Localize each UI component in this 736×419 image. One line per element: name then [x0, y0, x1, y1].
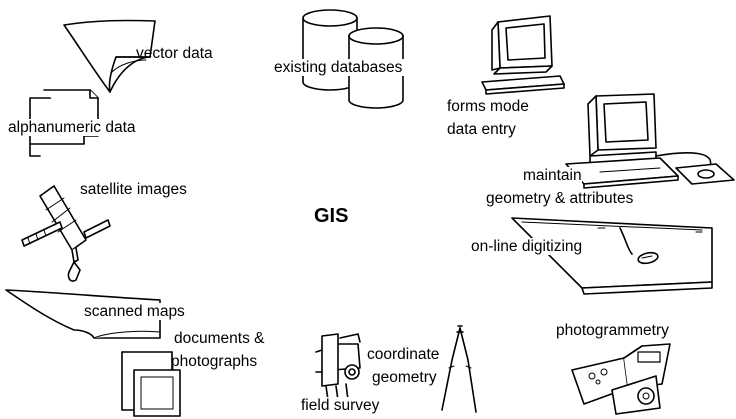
label-coordinate: coordinate: [367, 346, 440, 363]
label-online-digitizing: on-line digitizing: [471, 238, 583, 255]
label-geometry: geometry: [372, 369, 437, 386]
label-alphanumeric-data: alphanumeric data: [8, 119, 136, 136]
survey-instrument-icon: [315, 333, 361, 401]
map-sheet-icon: [5, 289, 161, 339]
computer-terminal-icon: [481, 15, 565, 95]
center-gis-label: GIS: [314, 205, 349, 227]
vector-sheet-icon: [63, 19, 156, 93]
label-satellite-images: satellite images: [80, 181, 187, 198]
label-maintain: maintain: [523, 167, 582, 184]
label-documents: documents &: [174, 330, 265, 347]
digitizer-tablet-icon: [511, 217, 713, 295]
label-geometry-attributes: geometry & attributes: [486, 190, 634, 207]
label-field-survey: field survey: [301, 397, 380, 414]
label-forms-mode: forms mode: [447, 98, 529, 115]
label-vector-data: vector data: [136, 45, 213, 62]
photogrammetry-machine-icon: [571, 343, 671, 415]
label-photographs: photographs: [171, 353, 258, 370]
label-photogrammetry: photogrammetry: [556, 322, 669, 339]
satellite-icon: [21, 185, 111, 282]
label-scanned-maps: scanned maps: [84, 303, 185, 320]
workstation-icon: [565, 93, 735, 189]
photo-frame-icon: [121, 351, 181, 417]
label-existing-databases: existing databases: [272, 59, 405, 76]
label-data-entry: data entry: [447, 121, 516, 138]
compass-divider-icon: [441, 325, 477, 413]
